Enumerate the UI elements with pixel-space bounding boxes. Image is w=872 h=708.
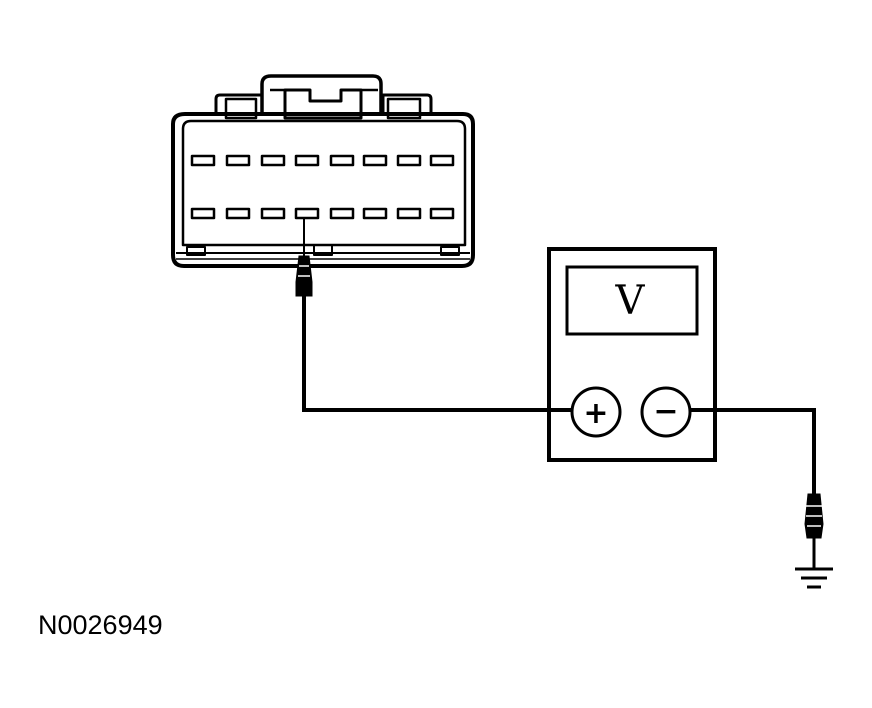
connector-outer-shell (171, 112, 475, 268)
negative-terminal-label: − (653, 394, 678, 429)
positive-terminal-label: + (583, 396, 608, 431)
ground-icon (795, 567, 833, 589)
negative-test-lead (690, 408, 824, 568)
connector-bottom-latch-left (186, 246, 206, 256)
positive-terminal (570, 386, 622, 438)
voltmeter-display (565, 265, 699, 336)
connector-pin-row-upper (190, 154, 455, 167)
connector-bottom-latch-center (313, 244, 333, 256)
connector-center-lock (260, 74, 383, 114)
negative-lead-wire (690, 408, 816, 496)
voltmeter: V + − (547, 247, 717, 462)
connector-top-tab-left (214, 93, 264, 114)
connector-pin-row-lower (190, 207, 455, 220)
figure-id: N0026949 (38, 610, 163, 640)
positive-test-lead (295, 218, 572, 412)
connector-top-tab-right (381, 93, 433, 114)
connector-bottom-latch-right (440, 246, 460, 256)
positive-lead-wire (302, 296, 572, 412)
electrical-connector (171, 74, 475, 268)
voltmeter-body (547, 247, 717, 462)
voltmeter-display-label: V (615, 278, 646, 324)
connector-inner-face (181, 119, 467, 247)
